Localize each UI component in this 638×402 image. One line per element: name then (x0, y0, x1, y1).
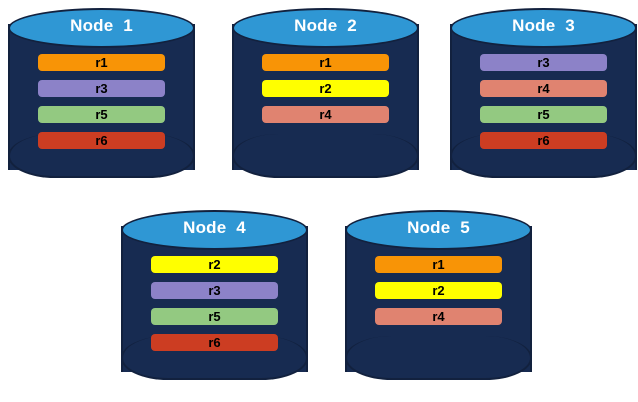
node-label: Node 3 (512, 16, 575, 35)
cylinder-bottom-ellipse (232, 134, 419, 178)
cylinder-top-ellipse (450, 8, 637, 48)
replica-row[interactable]: r1 (38, 54, 165, 71)
replica-row[interactable]: r4 (480, 80, 607, 97)
replica-row[interactable]: r3 (38, 80, 165, 97)
replica-row[interactable]: r6 (480, 132, 607, 149)
replica-row[interactable]: r5 (38, 106, 165, 123)
node-label: Node 4 (183, 218, 246, 237)
replica-row[interactable]: r1 (262, 54, 389, 71)
replica-row[interactable]: r1 (375, 256, 502, 273)
replica-row[interactable]: r3 (151, 282, 278, 299)
replica-row-list: r1 r2 r4 (262, 54, 389, 132)
replica-row-list: r2 r3 r5 r6 (151, 256, 278, 360)
replica-row-list: r1 r2 r4 (375, 256, 502, 334)
replica-row[interactable]: r2 (375, 282, 502, 299)
replica-row[interactable]: r6 (38, 132, 165, 149)
replica-row[interactable]: r6 (151, 334, 278, 351)
node-label: Node 1 (70, 16, 133, 35)
database-node-3[interactable]: Node 3 r3 r4 r5 r6 (450, 6, 637, 188)
replica-row[interactable]: r5 (480, 106, 607, 123)
cylinder-bottom-ellipse (345, 336, 532, 380)
cylinder-top-ellipse (121, 210, 308, 250)
replica-row[interactable]: r2 (262, 80, 389, 97)
replica-row[interactable]: r2 (151, 256, 278, 273)
cylinder-top-ellipse (8, 8, 195, 48)
replica-row-list: r1 r3 r5 r6 (38, 54, 165, 158)
replica-row-list: r3 r4 r5 r6 (480, 54, 607, 158)
replica-row[interactable]: r5 (151, 308, 278, 325)
database-node-4[interactable]: Node 4 r2 r3 r5 r6 (121, 208, 308, 390)
cylinder-top-ellipse (232, 8, 419, 48)
database-node-5[interactable]: Node 5 r1 r2 r4 (345, 208, 532, 390)
database-node-2[interactable]: Node 2 r1 r2 r4 (232, 6, 419, 188)
node-label: Node 5 (407, 218, 470, 237)
cylinder-top-ellipse (345, 210, 532, 250)
replica-row[interactable]: r3 (480, 54, 607, 71)
replica-row[interactable]: r4 (262, 106, 389, 123)
database-node-1[interactable]: Node 1 r1 r3 r5 r6 (8, 6, 195, 188)
node-label: Node 2 (294, 16, 357, 35)
replica-row[interactable]: r4 (375, 308, 502, 325)
